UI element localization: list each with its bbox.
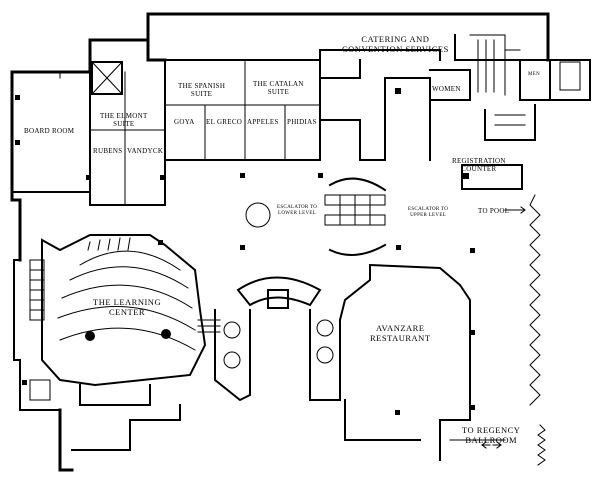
- vandyck-label: Vandyck: [127, 147, 164, 155]
- men-label: Men: [528, 72, 541, 77]
- duke-suite-label-line2: Suite: [113, 120, 135, 128]
- rubens-label: Rubens: [93, 147, 123, 155]
- catering-label: Catering and Convention Services: [342, 34, 449, 54]
- registration-label-line1: Registration: [452, 157, 506, 165]
- avanzare-label-line1: Avanzare: [375, 323, 425, 333]
- avanzare-label: Avanzare Restaurant: [370, 323, 431, 343]
- escalator-up-label-line1: Escalator to: [408, 207, 449, 212]
- duke-suite-label: The Elmont Suite: [100, 112, 148, 128]
- board-room-label: Board Room: [24, 127, 75, 135]
- escalator-up-label: Escalator to Upper Level: [408, 207, 448, 219]
- goya-label: Goya: [174, 118, 195, 126]
- meeting-rooms-walls: [11, 34, 581, 206]
- spanish-suite-label-line2: Suite: [190, 90, 213, 98]
- catering-label-line2: Convention Services: [342, 44, 449, 54]
- catalan-suite-label: The Catalan Suite: [253, 80, 304, 96]
- learning-center-label: The Learning Center: [93, 297, 161, 317]
- escalator-down-label: Escalator to Lower Level: [277, 205, 317, 217]
- appeles-label: Appeles: [247, 118, 279, 126]
- restaurant-walls: [338, 263, 506, 461]
- registration-label: Registration Counter: [452, 157, 506, 173]
- escalator-down-label-line2: Lower Level: [277, 211, 317, 216]
- avanzare-label-line2: Restaurant: [370, 333, 431, 343]
- to-regency-label-line1: To Regency: [462, 425, 521, 435]
- lobby-walls: [214, 164, 523, 402]
- to-pool-label: To Pool: [478, 207, 510, 215]
- exterior-edge: [504, 194, 546, 466]
- learning-center-label-line2: Center: [109, 307, 146, 317]
- women-label: Women: [432, 85, 461, 93]
- el-greco-label: El Greco: [206, 118, 243, 126]
- duke-suite-label-line1: The Elmont: [100, 112, 148, 120]
- to-regency-label-line2: Ballroom: [465, 435, 518, 445]
- catering-label-line1: Catering and: [361, 34, 430, 44]
- spanish-suite-label-line1: The Spanish: [178, 82, 226, 90]
- registration-label-line2: Counter: [461, 165, 497, 173]
- learning-center-walls: [29, 234, 221, 406]
- catalan-suite-label-line2: Suite: [267, 88, 290, 96]
- phidias-label: Phidias: [287, 118, 317, 126]
- escalator-up-label-line2: Upper Level: [410, 213, 447, 218]
- learning-center-label-line1: The Learning: [93, 297, 162, 307]
- escalator-down-label-line1: Escalator to: [277, 205, 318, 210]
- to-regency-label: To Regency Ballroom: [462, 425, 520, 445]
- spanish-suite-label: The Spanish Suite: [178, 82, 225, 98]
- catalan-suite-label-line1: The Catalan: [253, 80, 304, 88]
